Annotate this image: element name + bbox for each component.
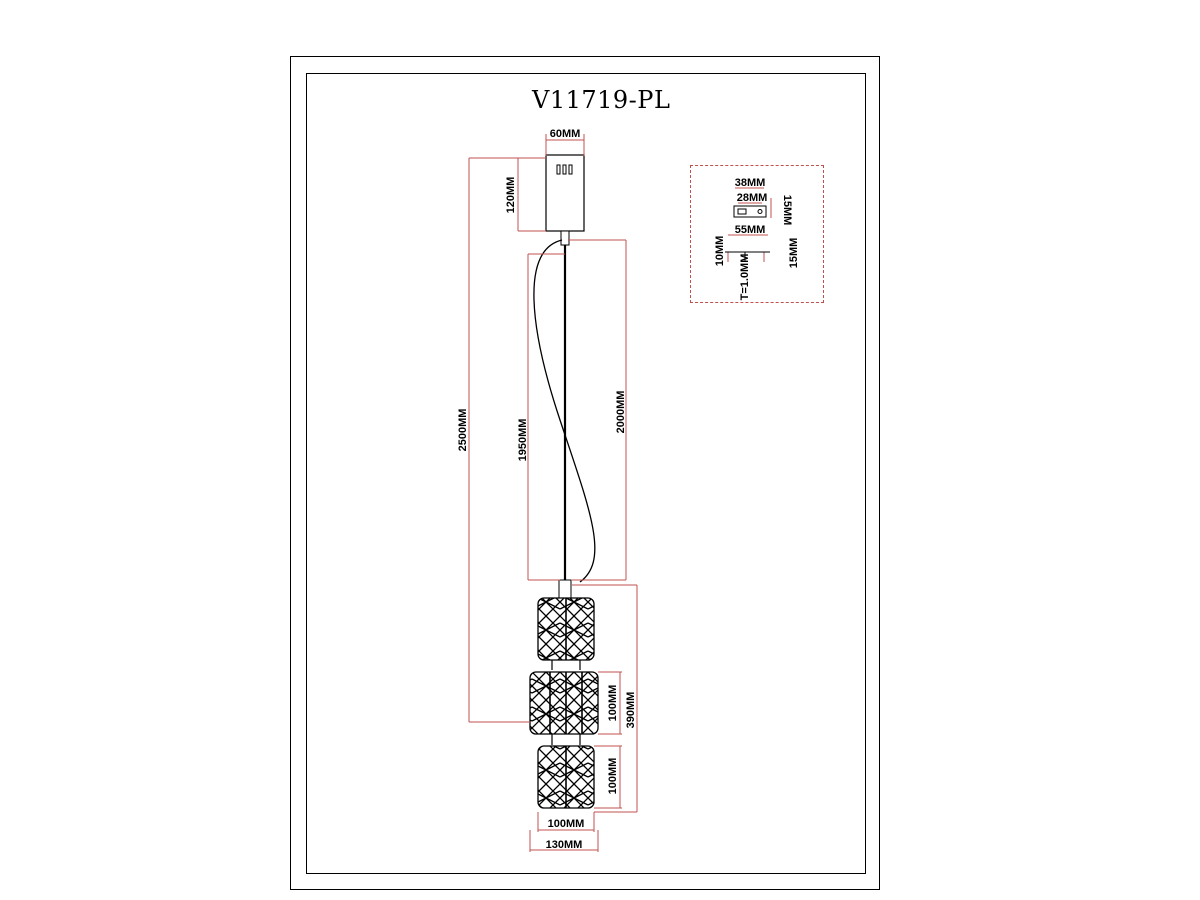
detail-height-right: 15MM bbox=[781, 195, 793, 226]
crystal-shade-1 bbox=[537, 597, 595, 670]
detail-thickness: T=1.0MM bbox=[739, 254, 751, 301]
model-title: V11719-PL bbox=[532, 86, 671, 114]
crystal-shade-2 bbox=[529, 671, 599, 745]
bracket-detail-drawing bbox=[725, 187, 772, 262]
dimension-lines bbox=[468, 134, 638, 852]
dim-canopy-height: 120MM bbox=[505, 177, 517, 214]
dim-shade-inner-width: 100MM bbox=[548, 818, 585, 830]
detail-width-bottom: 55MM bbox=[735, 224, 766, 236]
dim-cable-length: 1950MM bbox=[517, 419, 529, 462]
drawing-border-inner bbox=[306, 73, 866, 874]
detail-width-top: 38MM bbox=[735, 177, 766, 189]
dim-shade-height-2: 100MM bbox=[607, 758, 619, 795]
detail-width-inner: 28MM bbox=[737, 192, 768, 204]
dim-canopy-width: 60MM bbox=[550, 128, 581, 140]
suspension bbox=[533, 239, 596, 599]
detail-height-left: 10MM bbox=[714, 236, 726, 267]
dim-total-height: 2500MM bbox=[457, 409, 469, 452]
bracket-detail-box bbox=[690, 165, 824, 303]
drawing-border-outer bbox=[290, 56, 880, 890]
dim-rod-length: 2000MM bbox=[615, 391, 627, 434]
detail-height-small: 15MM bbox=[788, 238, 800, 269]
crystal-shade-3 bbox=[537, 745, 595, 809]
dim-shades-total: 390MM bbox=[625, 692, 637, 729]
dim-shade-outer-width: 130MM bbox=[546, 839, 583, 851]
canopy bbox=[545, 154, 585, 246]
dim-shade-height-1: 100MM bbox=[607, 685, 619, 722]
